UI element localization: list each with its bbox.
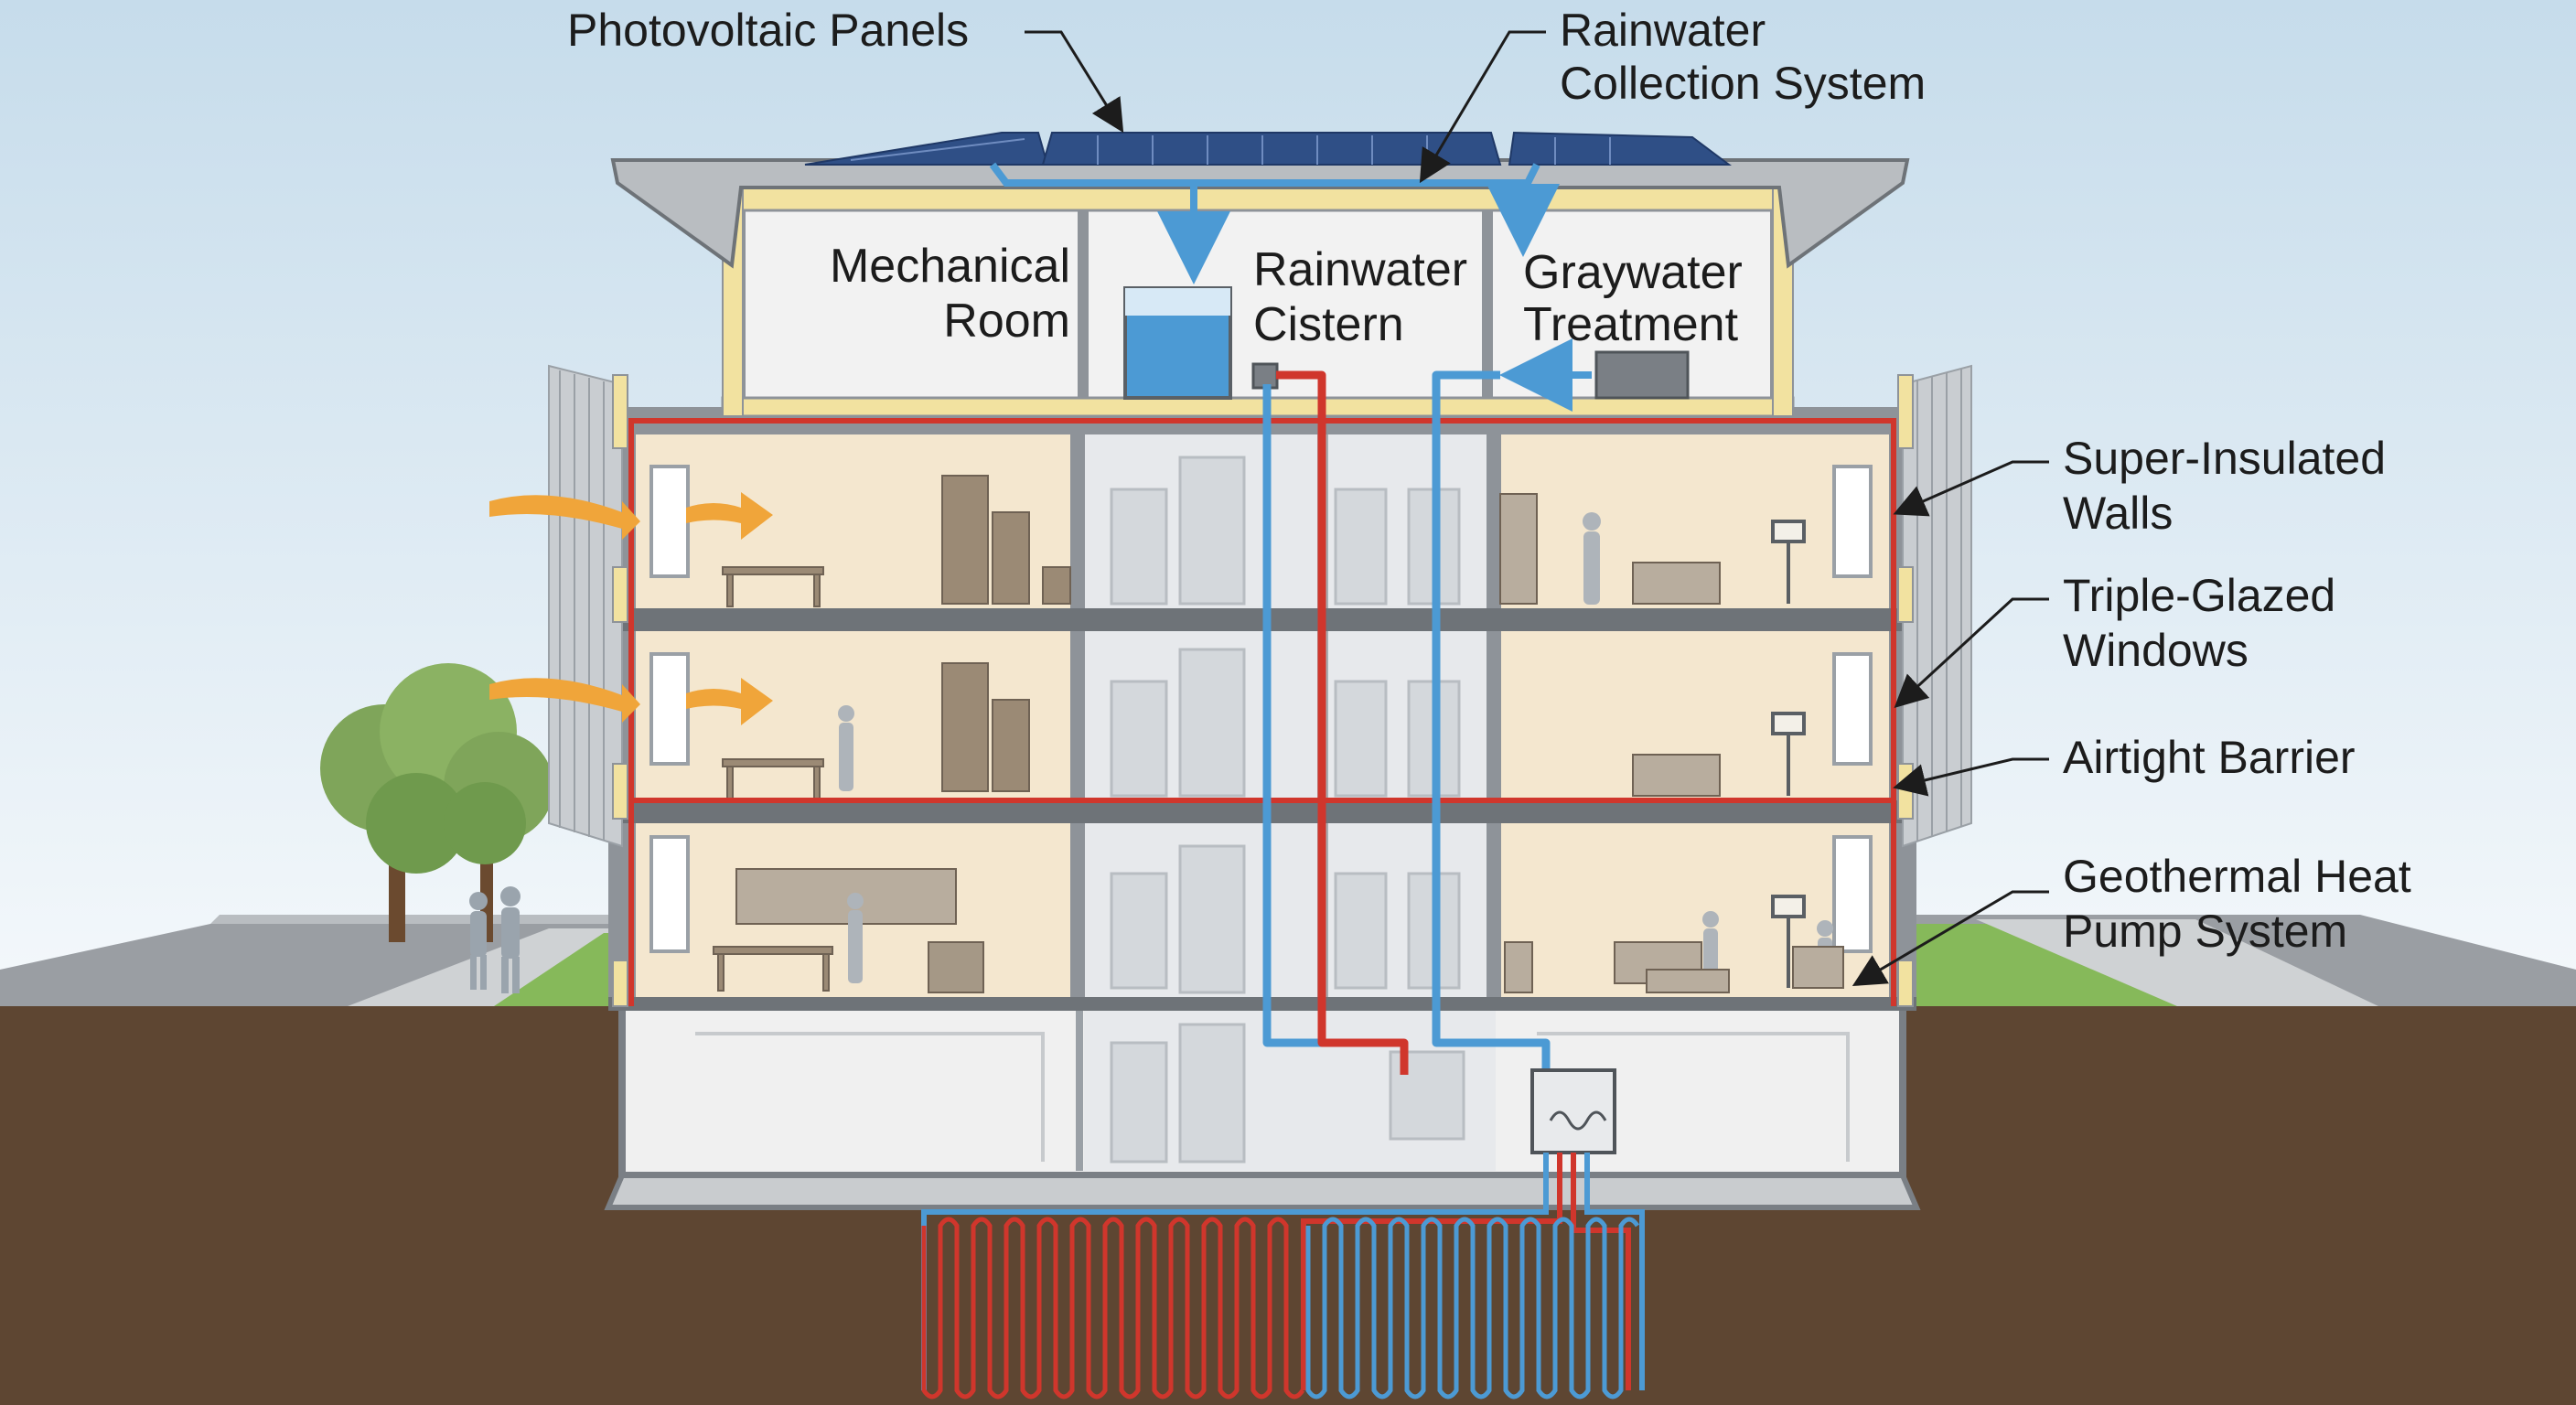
label-rainwater-cistern-line1: Rainwater: [1253, 243, 1467, 296]
label-geothermal-line2: Pump System: [2063, 906, 2347, 957]
label-graywater-treatment-line2: Treatment: [1523, 298, 1739, 351]
leader-lines: [1025, 30, 2049, 987]
pedestrians: [469, 886, 521, 993]
label-airtight-barrier: Airtight Barrier: [2063, 732, 2356, 783]
label-mechanical-room-line2: Room: [943, 295, 1070, 348]
floor-lamps: [1771, 520, 1806, 988]
ground-loop-coils: [921, 1217, 1640, 1400]
label-super-insulated-line1: Super-Insulated: [2063, 433, 2386, 484]
building: [548, 131, 1972, 1210]
photovoltaic-panels: [804, 131, 1732, 166]
window: [649, 652, 690, 766]
label-rainwater-collection-line1: Rainwater: [1560, 5, 1766, 56]
graywater-treatment-unit: [1594, 350, 1690, 400]
label-photovoltaic-panels: Photovoltaic Panels: [567, 5, 969, 56]
window: [1832, 465, 1873, 578]
airflow-arrows: [489, 492, 773, 725]
geothermal-heat-pump-unit: [1530, 1068, 1616, 1154]
ground-right: [1903, 915, 2576, 1006]
label-triple-glazed-line2: Windows: [2063, 625, 2249, 676]
ground-loop-coil: [1305, 1217, 1640, 1400]
vertical-pipes: [1262, 370, 1551, 1075]
window: [1832, 652, 1873, 766]
label-geothermal-line1: Geothermal Heat: [2063, 851, 2411, 902]
label-mechanical-room-line1: Mechanical: [830, 240, 1070, 293]
label-rainwater-cistern-line2: Cistern: [1253, 298, 1404, 351]
sunshade-left: [548, 364, 623, 848]
label-super-insulated-line2: Walls: [2063, 488, 2173, 539]
label-rainwater-collection-line2: Collection System: [1560, 58, 1926, 109]
ground-loop-coil: [921, 1217, 1305, 1400]
insulation: [612, 374, 1914, 1007]
label-triple-glazed-line1: Triple-Glazed: [2063, 570, 2335, 621]
window: [1832, 835, 1873, 953]
window: [649, 835, 690, 953]
label-graywater-treatment-line1: Graywater: [1523, 246, 1743, 299]
rainwater-collection-pipes: [989, 162, 1592, 412]
roof: [610, 158, 1910, 269]
tree: [320, 663, 553, 942]
window: [649, 465, 690, 578]
